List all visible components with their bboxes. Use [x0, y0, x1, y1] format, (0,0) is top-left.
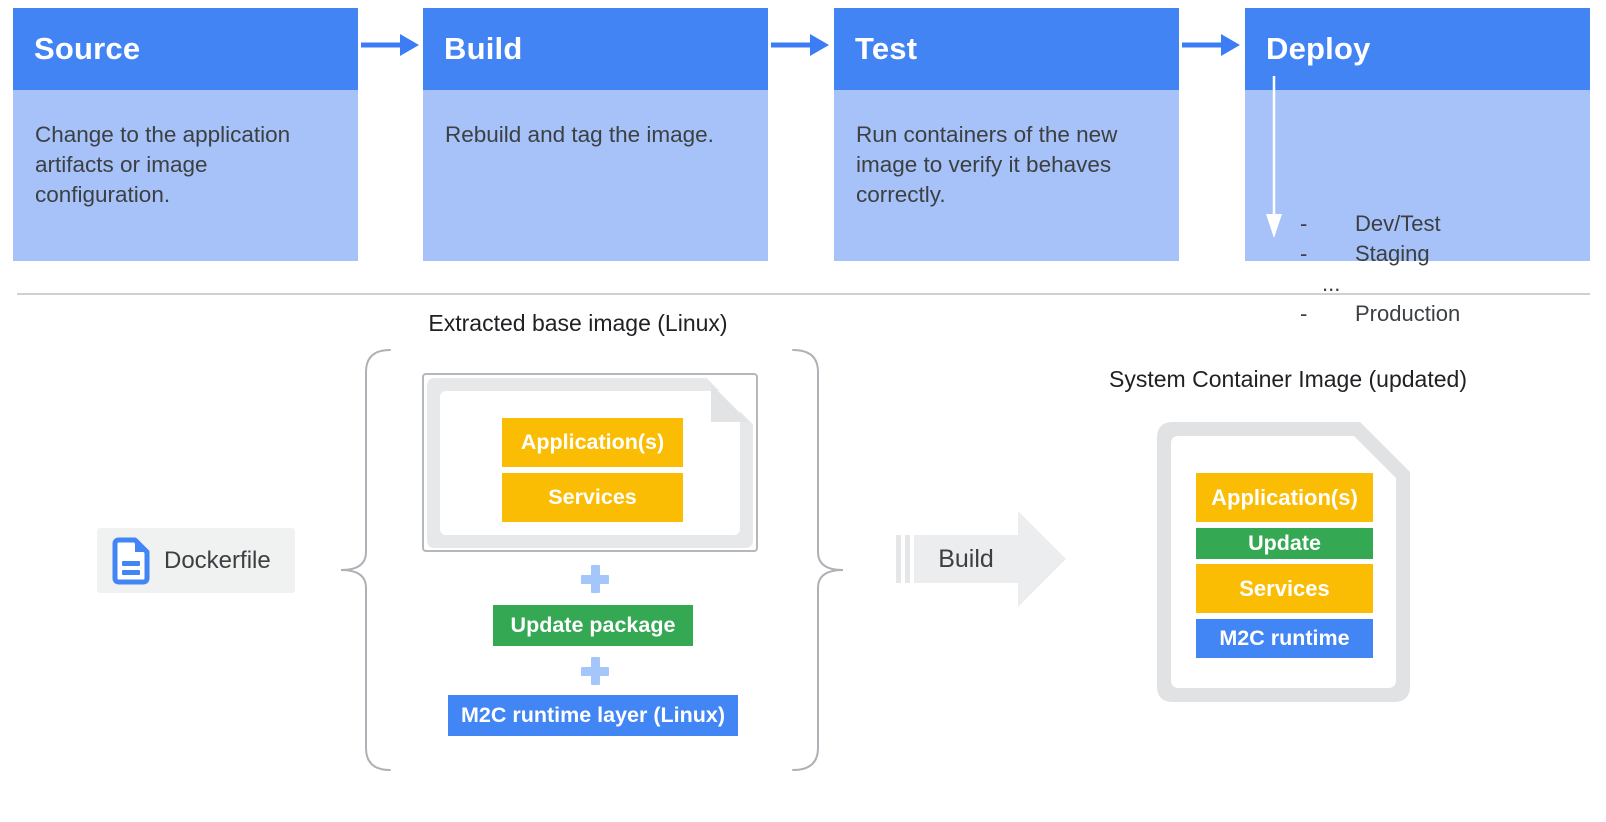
flow-arrow-icon: [1182, 34, 1240, 56]
list-item: - Production: [1300, 299, 1460, 329]
section-divider: [17, 293, 1590, 295]
document-icon: [112, 537, 150, 584]
list-bullet: -: [1300, 211, 1308, 236]
result-layer-applications: Application(s): [1196, 473, 1373, 522]
stage-source: Source Change to the application artifac…: [13, 8, 358, 261]
result-layer-services: Services: [1196, 564, 1373, 613]
list-item: - Staging: [1300, 239, 1460, 269]
plus-icon: [581, 565, 609, 593]
stage-deploy-title: Deploy: [1245, 8, 1590, 90]
folded-corner-icon: [711, 384, 749, 422]
stage-source-description: Change to the application artifacts or i…: [13, 90, 358, 261]
base-image-group-title: Extracted base image (Linux): [428, 310, 728, 336]
runtime-layer-box: M2C runtime layer (Linux): [448, 695, 738, 736]
result-image-title: System Container Image (updated): [1109, 366, 1467, 392]
result-image-document: [1157, 422, 1410, 702]
dockerfile-label: Dockerfile: [164, 546, 271, 574]
list-item-label: ...: [1322, 271, 1341, 296]
stage-build-description: Rebuild and tag the image.: [423, 90, 768, 261]
stage-deploy-body: - Dev/Test - Staging ... - Production: [1245, 90, 1590, 326]
build-step-label: Build: [938, 545, 994, 573]
stage-build: Build Rebuild and tag the image.: [423, 8, 768, 261]
flow-arrow-icon: [361, 34, 419, 56]
list-item: ...: [1300, 269, 1460, 299]
layer-bar-applications: Application(s): [502, 418, 683, 467]
dockerfile-chip: Dockerfile: [97, 528, 295, 593]
stage-test-description: Run containers of the new image to verif…: [834, 90, 1179, 261]
list-item-label: Dev/Test: [1355, 211, 1441, 236]
build-arrow-icon: [896, 511, 1066, 607]
stage-source-title: Source: [13, 8, 358, 90]
stage-deploy: Deploy - Dev/Test - Staging ... - Produc…: [1245, 8, 1590, 326]
result-layer-update: Update: [1196, 528, 1373, 559]
list-item: - Dev/Test: [1300, 209, 1460, 239]
layer-bar-services: Services: [502, 473, 683, 522]
plus-icon: [581, 657, 609, 685]
stage-test-title: Test: [834, 8, 1179, 90]
grouping-brace-left: [340, 349, 391, 771]
flow-arrow-icon: [771, 34, 829, 56]
result-layer-m2c-runtime: M2C runtime: [1196, 619, 1373, 658]
list-bullet: -: [1300, 301, 1308, 326]
list-bullet: -: [1300, 241, 1308, 266]
stage-test: Test Run containers of the new image to …: [834, 8, 1179, 261]
deploy-progression-arrow-icon: [1266, 76, 1282, 238]
list-item-label: Staging: [1355, 241, 1430, 266]
grouping-brace-right: [792, 349, 844, 771]
deploy-environment-list: - Dev/Test - Staging ... - Production: [1300, 209, 1460, 329]
update-package-box: Update package: [493, 605, 693, 646]
stage-build-title: Build: [423, 8, 768, 90]
list-item-label: Production: [1355, 301, 1461, 326]
